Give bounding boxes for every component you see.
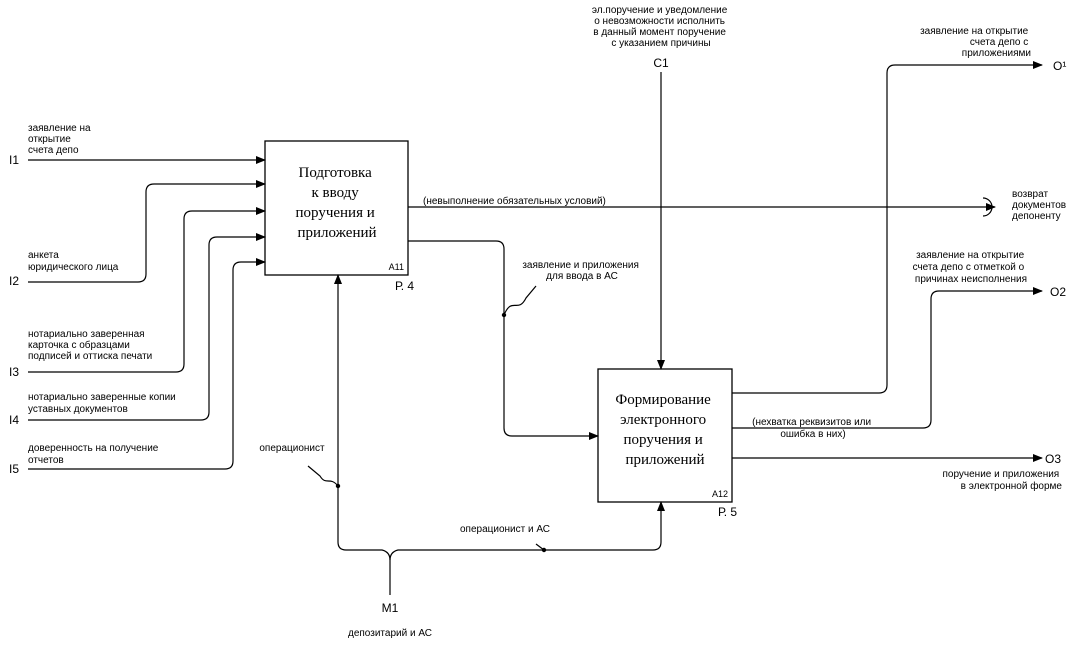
input-label-i3: нотариально заверенная карточка с образц… <box>28 329 152 362</box>
tunnel-output-label: возврат документов депоненту <box>1012 189 1069 222</box>
label-squiggle <box>503 285 537 316</box>
input-code-i4: I4 <box>9 413 19 427</box>
input-arrow-i3[interactable] <box>28 207 266 373</box>
output-label-o2: заявление на открытие счета депо с отмет… <box>913 250 1027 285</box>
output-arrow-o2[interactable] <box>732 287 1043 429</box>
box-a12-ref: Р. 5 <box>718 505 737 519</box>
box-a12-title: Формирование электронного поручения и пр… <box>615 392 714 468</box>
output-label-o1: заявление на открытие счета депо с прило… <box>920 26 1031 59</box>
box-a11-ref: Р. 4 <box>395 279 414 293</box>
input-code-i3: I3 <box>9 365 19 379</box>
input-label-i4: нотариально заверенные копии уставных до… <box>28 392 179 415</box>
control-code-c1: C1 <box>653 56 669 70</box>
output-code-o1: O¹ <box>1053 59 1066 73</box>
mechanism-code-m1: M1 <box>382 601 399 615</box>
tunnel-icon <box>982 197 993 217</box>
output-label-o3: поручение и приложения в электронной фор… <box>942 469 1062 492</box>
mechanism-label-m1: депозитарий и АС <box>348 628 432 639</box>
output-code-o3: O3 <box>1045 452 1061 466</box>
mechanism-branch-operator: операционист <box>259 443 325 454</box>
input-arrow-i2[interactable] <box>28 180 266 283</box>
label-docs-for-input: заявление и приложения для ввода в АС <box>522 260 641 282</box>
control-label-c1: эл.поручение и уведомление о невозможнос… <box>592 5 730 49</box>
output-code-o2: O2 <box>1050 285 1066 299</box>
output-arrow-return-docs[interactable] <box>408 197 996 217</box>
activity-box-a12[interactable]: Формирование электронного поручения и пр… <box>597 368 733 503</box>
input-arrow-i5[interactable] <box>28 258 266 470</box>
label-missing-details: (нехватка реквизитов или ошибка в них) <box>752 417 874 440</box>
input-code-i5: I5 <box>9 462 19 476</box>
mechanism-arrow-m1[interactable] <box>307 274 665 595</box>
box-a11-title: Подготовка к вводу поручения и приложени… <box>295 165 378 241</box>
box-a12-id: A12 <box>712 489 728 499</box>
activity-box-a11[interactable]: Подготовка к вводу поручения и приложени… <box>264 140 409 276</box>
input-label-i2: анкета юридического лица <box>28 250 119 273</box>
label-nonfulfillment: (невыполнение обязательных условий) <box>423 195 606 207</box>
input-code-i1: I1 <box>9 153 19 167</box>
box-a11-id: A11 <box>389 262 404 272</box>
arrow-a11-to-a12[interactable] <box>408 240 599 440</box>
mechanism-branch-operator-as: операционист и АС <box>460 524 550 535</box>
input-code-i2: I2 <box>9 274 19 288</box>
output-arrow-o1[interactable] <box>732 61 1043 394</box>
input-label-i1: заявление на открытие счета депо <box>28 123 93 156</box>
input-label-i5: доверенность на получение отчетов <box>28 443 161 466</box>
label-squiggle-operator <box>307 465 339 487</box>
input-arrow-i4[interactable] <box>28 233 266 421</box>
label-tick-operator-as <box>535 543 545 551</box>
